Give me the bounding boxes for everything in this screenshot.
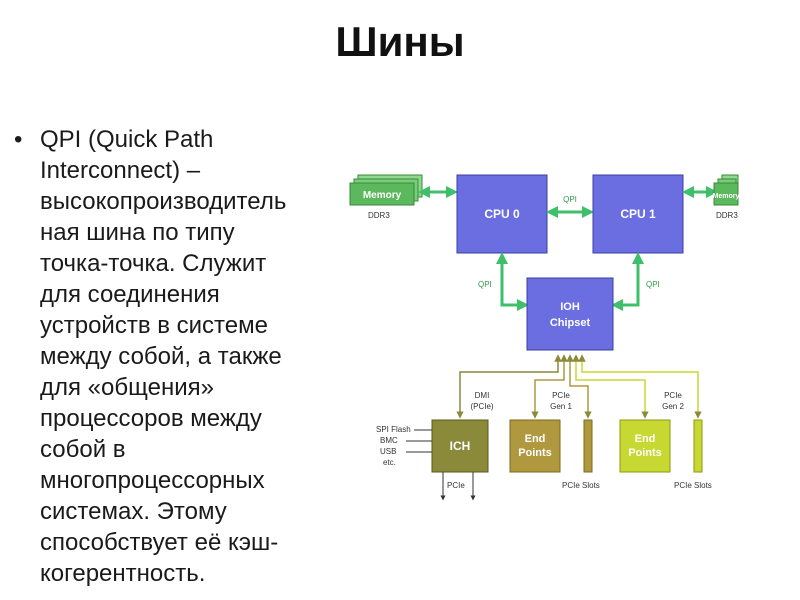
endpoints1-label-2: Points — [518, 447, 552, 459]
pcie-gen1-label-1: PCIe — [552, 391, 570, 400]
bmc-label: BMC — [380, 436, 398, 445]
bullet-line: для соединения — [40, 281, 220, 308]
pcie-gen2-label-1: PCIe — [664, 391, 682, 400]
endpoints2-label-2: Points — [628, 447, 662, 459]
pcie-gen2-label-2: Gen 2 — [662, 402, 684, 411]
bullet-line: способствует её кэш- — [40, 529, 279, 556]
pcie-slots1-label: PCIe Slots — [562, 481, 600, 490]
qpi-cpu0-ioh-link — [496, 252, 529, 311]
usb-label: USB — [380, 447, 396, 456]
cpu0-box — [456, 174, 548, 254]
qpi-top-label: QPI — [563, 195, 577, 204]
pcie-gen1-link-slot — [566, 354, 592, 419]
bullet-line: процессоров между — [40, 405, 262, 432]
bullet-line: высокопроизводитель — [40, 188, 287, 215]
pcie-slots2-label: PCIe Slots — [674, 481, 712, 490]
pcie-slot-gen1 — [583, 419, 593, 473]
pcie-gen2-link-slot — [578, 354, 702, 419]
bullet-line: многопроцессорных — [40, 467, 265, 494]
memory-right-label: Memory — [713, 193, 740, 200]
bullet-line: QPI (Quick Path — [40, 126, 214, 153]
bullet-line: ная шина по типу — [40, 219, 235, 246]
etc-label: etc. — [383, 458, 396, 467]
dmi-label-2: (PCIe) — [470, 402, 493, 411]
ich-label: ICH — [450, 439, 471, 453]
ich-pcie-label: PCIe — [447, 481, 465, 490]
bullet-dot: • — [14, 126, 23, 153]
ioh-chipset-box — [526, 277, 614, 351]
bullet-line: устройств в системе — [40, 312, 268, 339]
endpoints1-box — [509, 419, 561, 473]
bullet-line: между собой, а также — [40, 343, 282, 370]
memory-right-box — [713, 182, 739, 206]
endpoints2-box — [619, 419, 671, 473]
spi-flash-label: SPI Flash — [376, 425, 411, 434]
bullet-line: собой в — [40, 436, 126, 463]
pcie-gen1-link-endpoint — [531, 354, 568, 419]
endpoints1-label-1: End — [525, 433, 546, 445]
bullet-text: QPI (Quick Path Interconnect) – высокопр… — [40, 124, 350, 589]
cpu0-label: CPU 0 — [484, 207, 520, 221]
qpi-architecture-diagram: Memory DDR3 CPU 0 QPI CPU 1 Memory DDR3 … — [349, 174, 740, 501]
ioh-label: IOH — [560, 301, 580, 313]
endpoints2-label-1: End — [635, 433, 656, 445]
ddr3-left-label: DDR3 — [368, 211, 390, 220]
ddr3-right-label: DDR3 — [716, 211, 738, 220]
bullet-line: для «общения» — [40, 374, 214, 401]
ich-box — [431, 419, 489, 473]
memory-left-module: Memory — [349, 174, 423, 206]
qpi-left-label: QPI — [478, 280, 492, 289]
dmi-label-1: DMI — [475, 391, 490, 400]
bullet-line: системах. Этому — [40, 498, 227, 525]
bullet-line: точка-точка. Служит — [40, 250, 267, 277]
cpu1-box — [592, 174, 684, 254]
memory-left-label: Memory — [363, 190, 402, 201]
chipset-label: Chipset — [550, 317, 591, 329]
cpu1-label: CPU 1 — [620, 207, 656, 221]
qpi-cpu1-ioh-link — [611, 252, 644, 311]
bullet-line: когерентность. — [40, 560, 206, 587]
pcie-slot-gen2 — [693, 419, 703, 473]
bullet-line: Interconnect) – — [40, 157, 201, 184]
qpi-right-label: QPI — [646, 280, 660, 289]
slide-title: Шины — [335, 18, 465, 65]
pcie-gen1-label-2: Gen 1 — [550, 402, 572, 411]
